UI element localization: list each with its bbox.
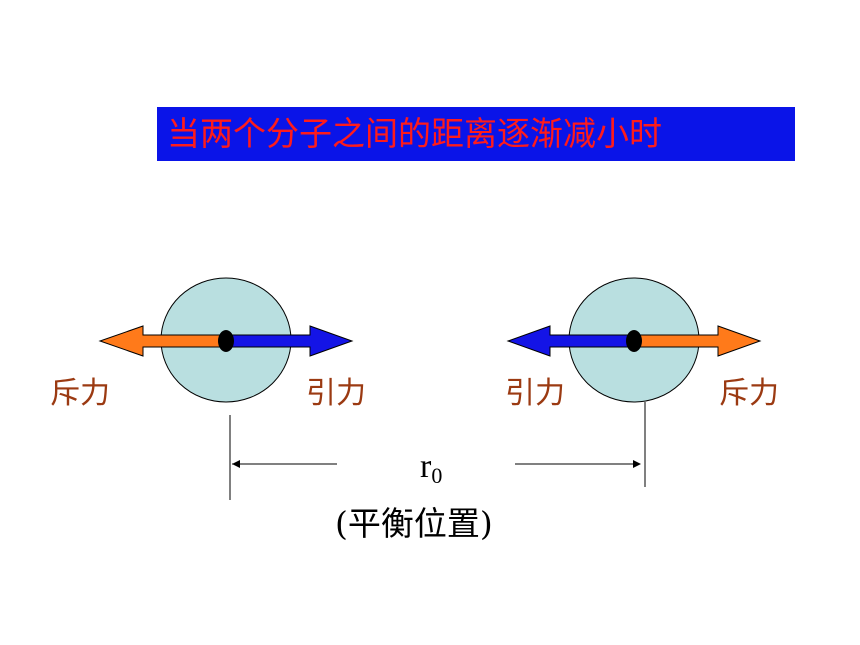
title-text: 当两个分子之间的距离逐渐减小时 bbox=[167, 114, 662, 153]
left-molecule-center-dot bbox=[218, 330, 234, 352]
distance-subscript: 0 bbox=[431, 463, 443, 488]
right-attraction-arrow bbox=[506, 325, 635, 357]
distance-symbol: r bbox=[420, 448, 432, 485]
left-distance-arrowhead bbox=[232, 460, 240, 468]
title-banner: 当两个分子之间的距离逐渐减小时 bbox=[157, 107, 795, 161]
left-repulsion-arrow bbox=[98, 325, 227, 357]
left-attraction-label: 引力 bbox=[306, 376, 366, 411]
right-repulsion-label: 斥力 bbox=[719, 376, 779, 411]
right-repulsion-arrow bbox=[633, 325, 762, 357]
equilibrium-caption: (平衡位置) bbox=[335, 504, 493, 543]
right-distance-arrowhead bbox=[633, 460, 641, 468]
equilibrium-distance-symbol: r0 bbox=[420, 448, 442, 495]
right-attraction-label: 引力 bbox=[505, 376, 565, 411]
left-attraction-arrow bbox=[225, 325, 354, 357]
right-molecule-center-dot bbox=[626, 330, 642, 352]
left-repulsion-label: 斥力 bbox=[50, 376, 110, 411]
